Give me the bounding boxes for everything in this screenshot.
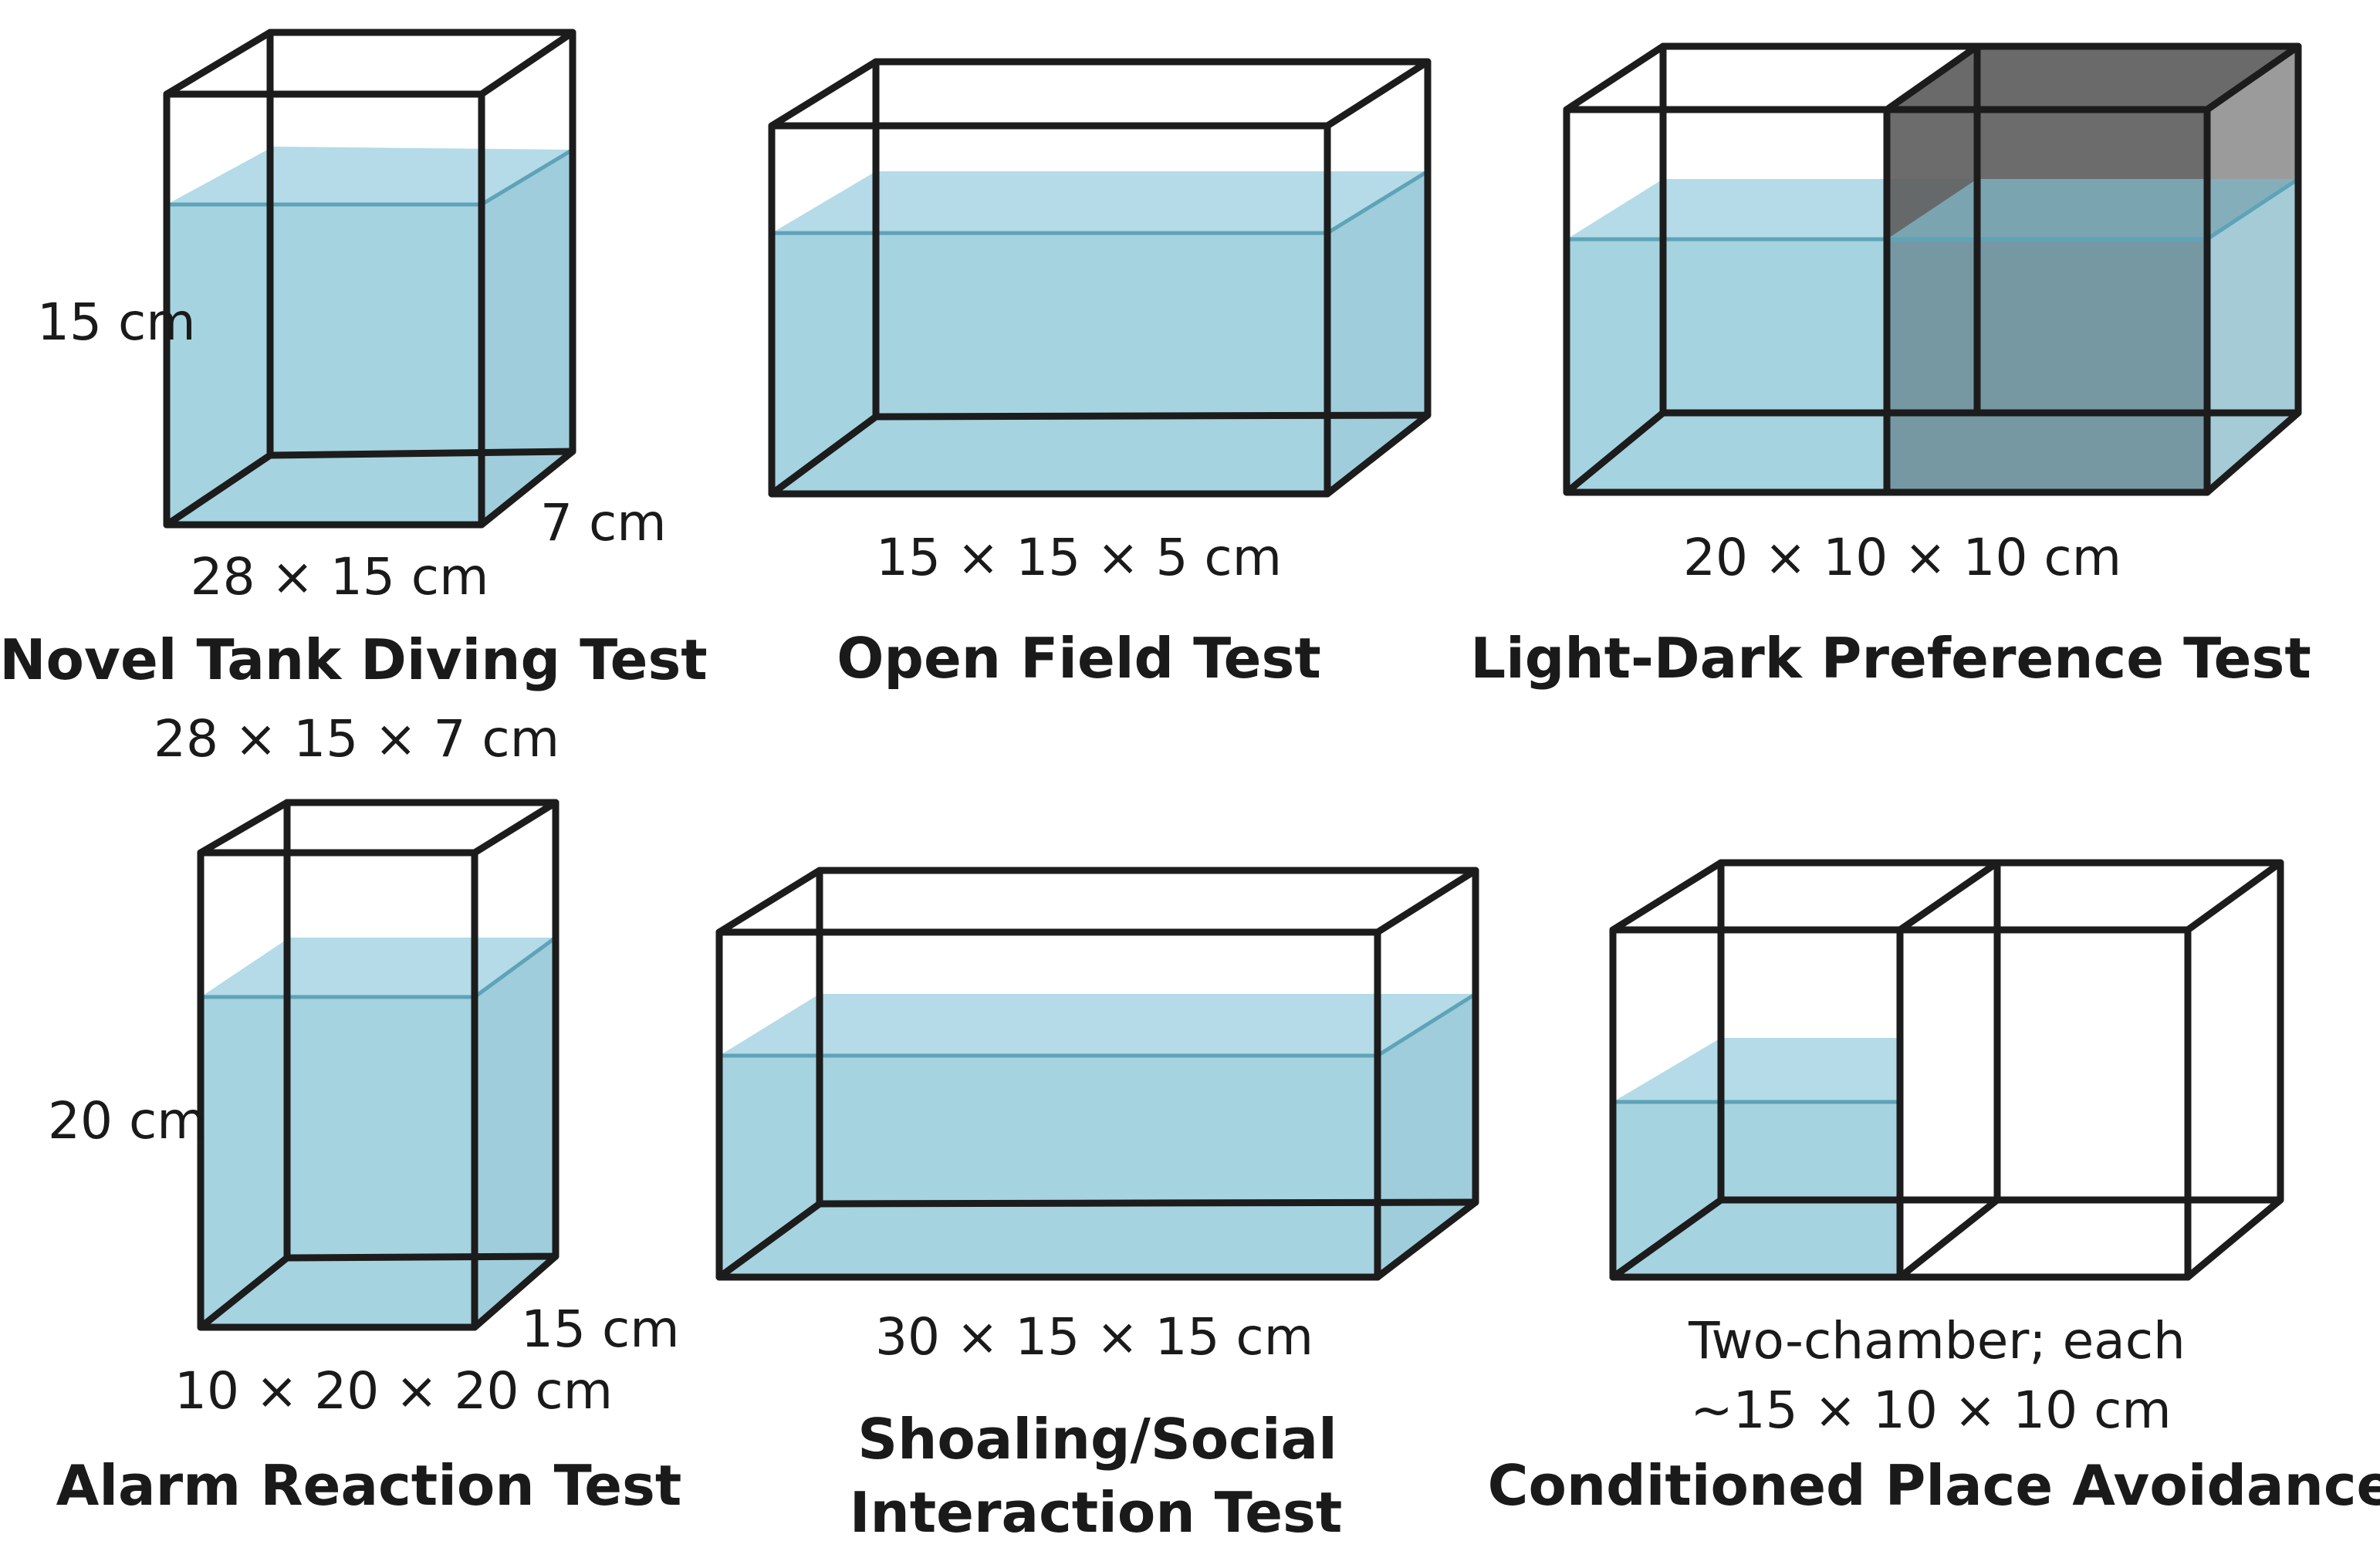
novel-tank-illustration (163, 29, 576, 529)
open-field-panel: 15 × 15 × 5 cm Open Field Test (768, 58, 1432, 691)
light-dark-illustration (1563, 42, 2302, 496)
alarm-dimensions: 10 × 20 × 20 cm (174, 1361, 613, 1421)
shoaling-dimensions: 30 × 15 × 15 cm (875, 1307, 1313, 1367)
shoaling-panel: 30 × 15 × 15 cm Shoaling/Social Interact… (715, 867, 1479, 1545)
cpa-title: Conditioned Place Avoidance (1488, 1453, 2380, 1518)
novel-dimensions: 28 × 15 × 7 cm (154, 709, 560, 769)
alarm-depth-label: 15 cm (521, 1299, 680, 1359)
light-dark-dimensions: 20 × 10 × 10 cm (1683, 528, 2121, 587)
light-dark-panel: 20 × 10 × 10 cm Light-Dark Preference Te… (1470, 42, 2311, 691)
open-field-illustration (768, 58, 1432, 498)
alarm-title: Alarm Reaction Test (56, 1453, 682, 1518)
cpa-dimensions-line-1: Two-chamber; each (1688, 1311, 2186, 1370)
novel-title: Novel Tank Diving Test (0, 627, 708, 692)
shoaling-title-line-2: Interaction Test (850, 1480, 1343, 1545)
shoaling-illustration (715, 867, 1479, 1281)
alarm-panel: 20 cm 15 cm 10 × 20 × 20 cm Alarm Reacti… (48, 799, 682, 1518)
novel-base-label: 28 × 15 cm (191, 547, 489, 607)
alarm-illustration (197, 799, 560, 1331)
cpa-illustration (1609, 859, 2284, 1281)
cpa-dimensions-line-2: ~15 × 10 × 10 cm (1690, 1381, 2171, 1440)
alarm-height-label: 20 cm (48, 1091, 207, 1151)
novel-tank-panel: 15 cm 7 cm 28 × 15 cm Novel Tank Diving … (0, 29, 708, 769)
cpa-panel: Two-chamber; each ~15 × 10 × 10 cm Condi… (1488, 859, 2380, 1518)
light-dark-title: Light-Dark Preference Test (1470, 626, 2311, 691)
open-field-title: Open Field Test (837, 626, 1321, 691)
open-field-dimensions: 15 × 15 × 5 cm (876, 528, 1282, 587)
shoaling-title-line-1: Shoaling/Social (857, 1407, 1337, 1472)
novel-height-label: 15 cm (37, 292, 196, 352)
novel-depth-label: 7 cm (540, 493, 667, 553)
